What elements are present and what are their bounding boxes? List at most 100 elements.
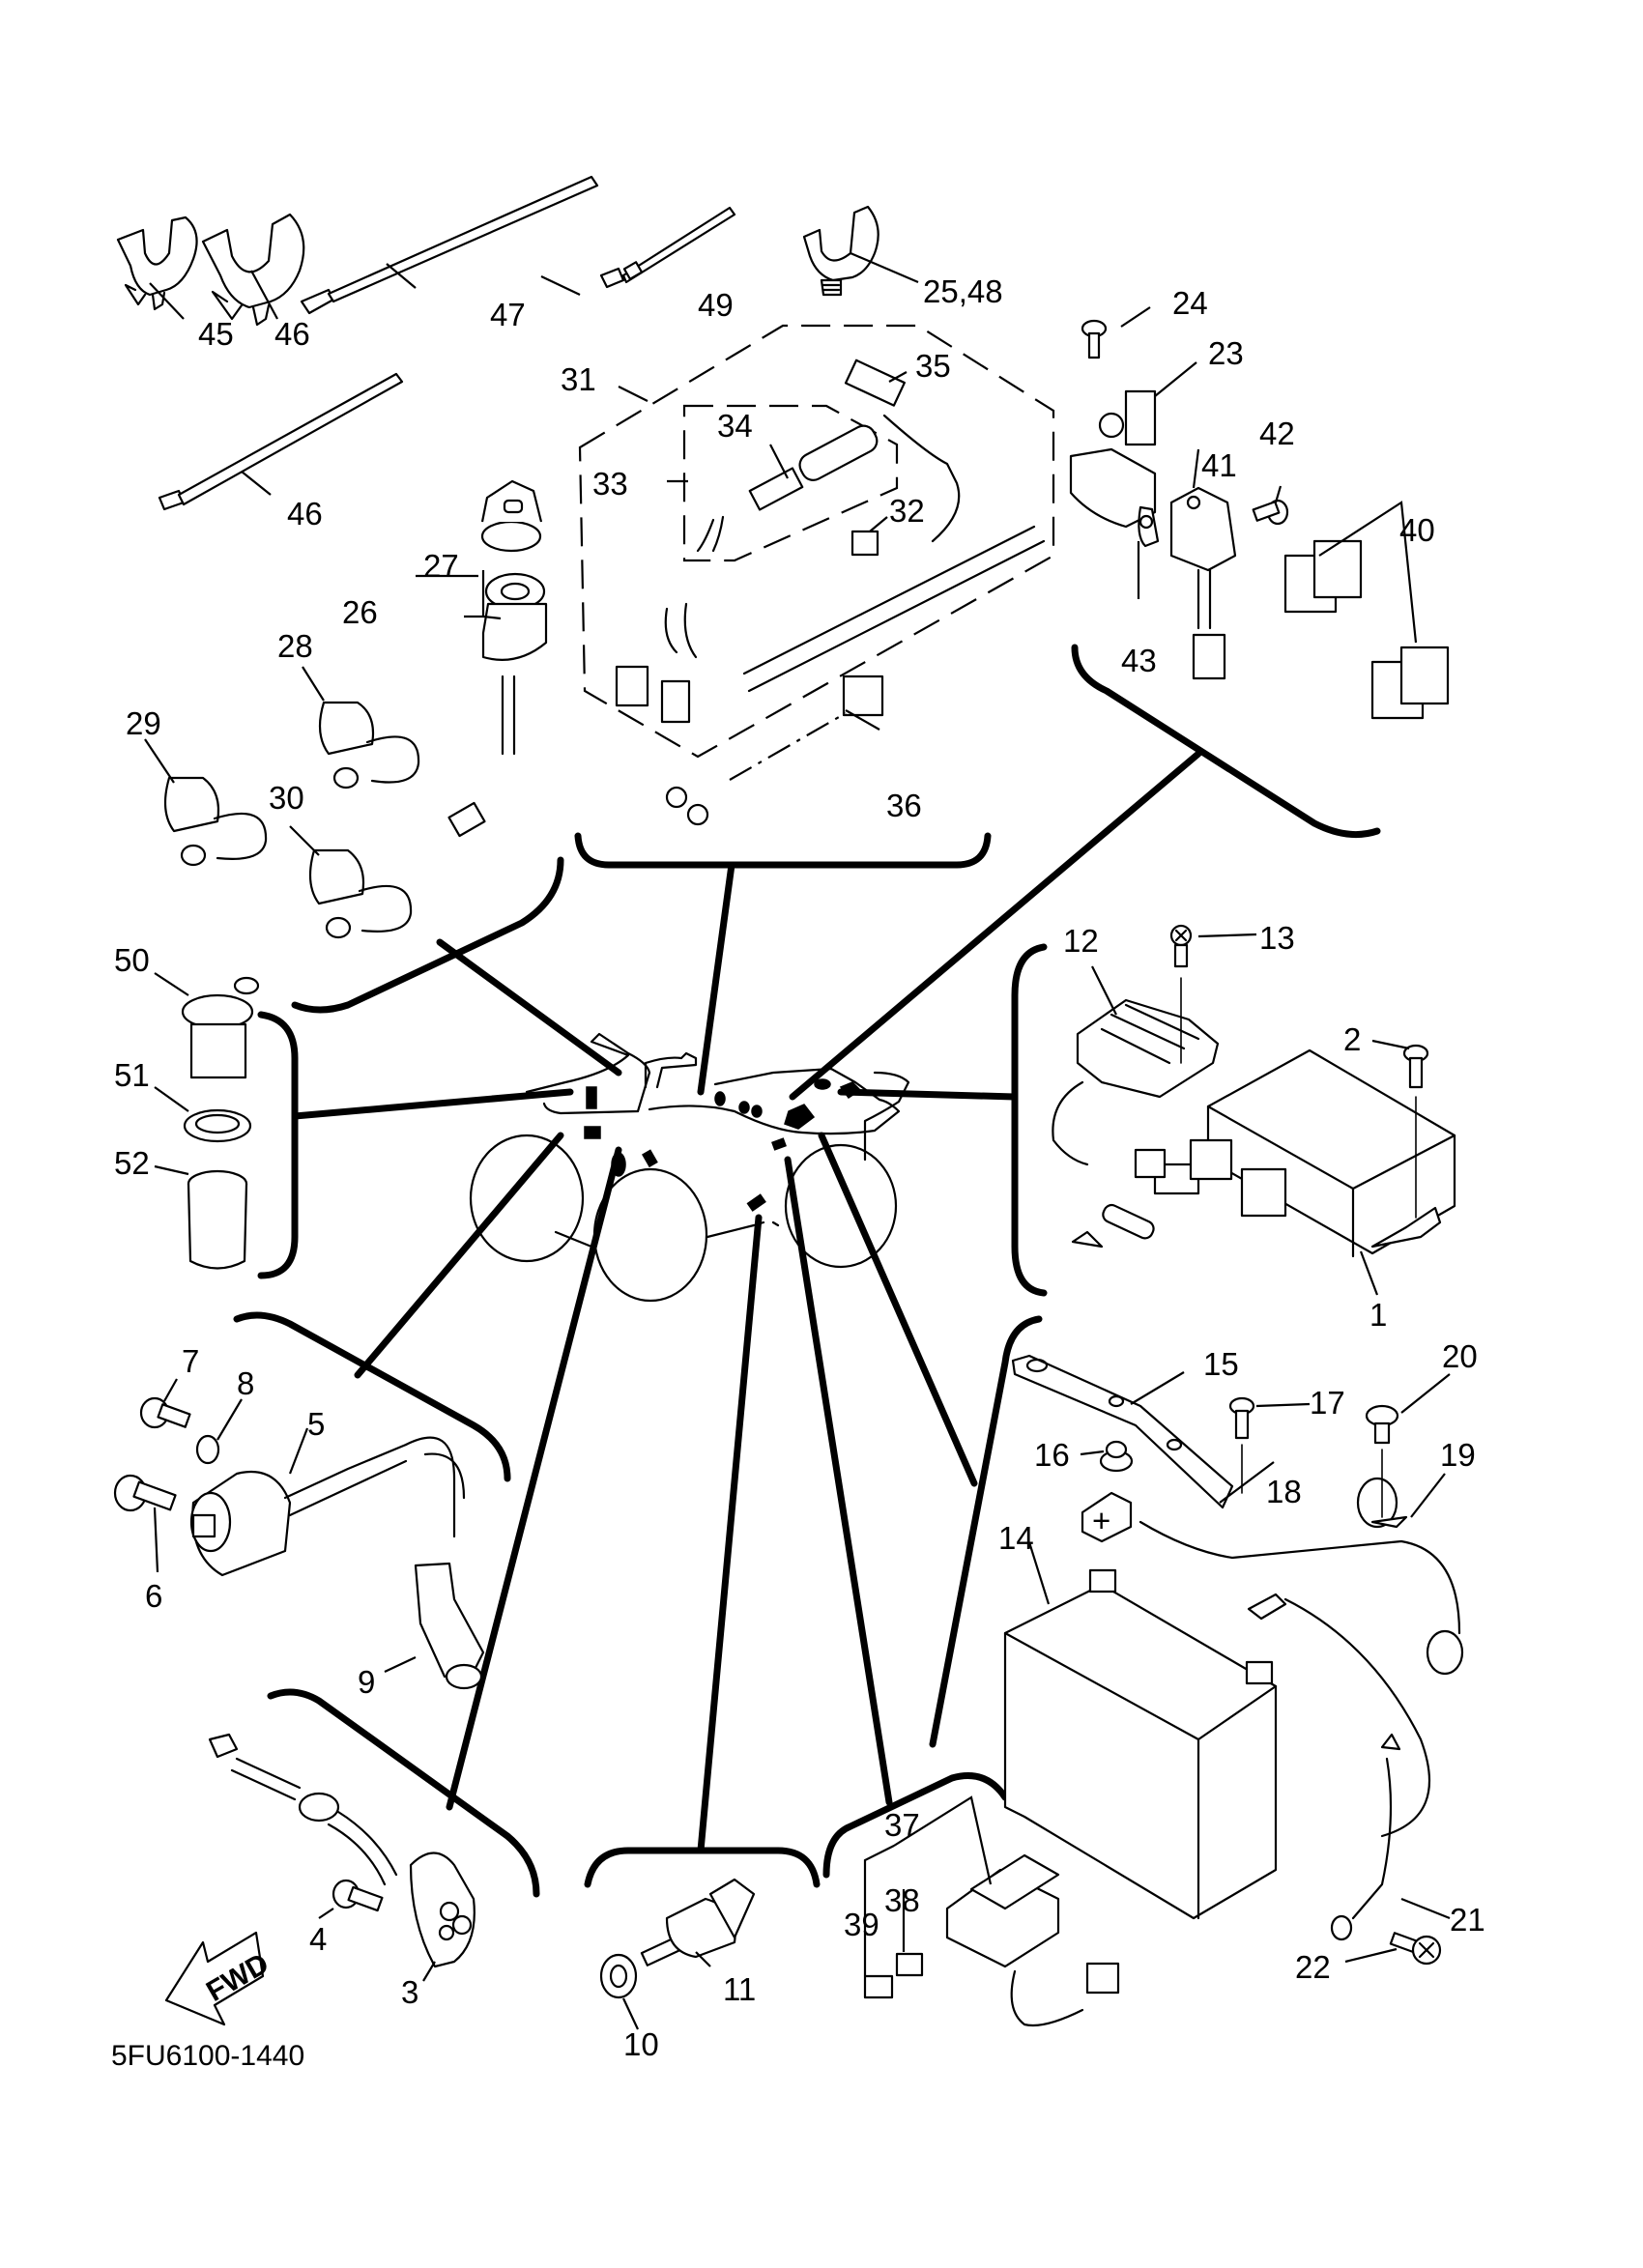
ignition-coil-5 <box>189 1436 466 1577</box>
callout-51: 51 <box>114 1057 150 1093</box>
atv-wheel-rear-left <box>469 1134 585 1263</box>
bracket-relay-stem <box>789 750 1202 1101</box>
atv-part-harness-d <box>814 1078 831 1090</box>
callout-17: 17 <box>1310 1385 1345 1421</box>
callout-52: 52 <box>114 1145 150 1181</box>
callout-24: 24 <box>1172 285 1208 321</box>
bolt-4 <box>331 1879 384 1912</box>
relay-box-37 <box>945 1853 1120 2027</box>
clip-20 <box>1365 1404 1399 1518</box>
bracket-relaybox-group <box>822 1772 1009 1879</box>
atv-front-fender <box>863 1071 910 1162</box>
callout-28: 28 <box>277 628 313 664</box>
bracket-coil-stem <box>354 1132 564 1379</box>
callout-16: 16 <box>1034 1437 1070 1473</box>
atv-part-socket <box>584 1126 601 1139</box>
ring-nut-51 <box>183 1108 252 1143</box>
plug-cap-9 <box>414 1562 485 1690</box>
bracket-ecu-stem <box>837 1088 1019 1101</box>
atv-part-plug <box>642 1149 658 1168</box>
callout-46: 46 <box>287 496 323 531</box>
washer-8 <box>195 1434 220 1465</box>
callout-1: 1 <box>1369 1297 1387 1333</box>
clamp-44 <box>116 215 198 311</box>
plug-cap-29 <box>163 776 268 867</box>
atv-part-harness-c <box>751 1105 763 1118</box>
bracket-socket-stem <box>291 1088 574 1120</box>
starter-relay-23 <box>1069 389 1157 529</box>
plug-cap-30 <box>308 848 413 939</box>
callout-25-48: 25,48 <box>923 273 1003 309</box>
atv-part-relay <box>839 1081 862 1100</box>
callout-38: 38 <box>884 1882 920 1918</box>
flasher-relay-41 <box>1169 486 1237 680</box>
callout-43: 43 <box>1121 643 1157 678</box>
callout-35: 35 <box>915 348 951 384</box>
bracket-harness-group <box>574 832 992 869</box>
fuse-38 <box>895 1952 924 1977</box>
key-cap-27 <box>480 479 543 553</box>
callout-labels: 45 46 47 49 25,48 24 23 31 35 34 33 32 4… <box>111 273 1485 2072</box>
rectifier-12 <box>1052 998 1220 1249</box>
callout-29: 29 <box>126 705 161 741</box>
leader-lines <box>144 251 1451 2030</box>
atv-wheel-front-left <box>592 1167 708 1303</box>
callout-12: 12 <box>1063 923 1099 959</box>
damper-16 <box>1099 1440 1134 1473</box>
atv-part-switch <box>586 1086 597 1109</box>
callout-26: 26 <box>342 594 378 630</box>
bracket-switch-stem <box>436 938 622 1077</box>
part-36-connector <box>842 675 884 717</box>
ecu-1 <box>1189 1048 1456 1258</box>
screw-22 <box>1389 1932 1442 1966</box>
atv-body <box>525 1032 651 1115</box>
callout-19: 19 <box>1440 1437 1476 1473</box>
harness-33-outline <box>682 404 899 562</box>
screw-13 <box>1169 924 1193 1064</box>
callout-42: 42 <box>1259 416 1295 451</box>
callout-31: 31 <box>561 361 596 397</box>
callout-5: 5 <box>307 1406 325 1442</box>
callout-49: 49 <box>698 287 734 323</box>
ground-lead-21 <box>1330 1733 1401 1941</box>
callout-6: 6 <box>145 1578 162 1614</box>
fuse-40-b <box>1370 646 1450 720</box>
part-35-sensor <box>844 359 906 407</box>
bracket-battery-group <box>929 1315 1043 1748</box>
harness-31-outline <box>578 324 1055 759</box>
clamp-25-48 <box>802 205 879 297</box>
bracket-sensor-stem <box>446 1146 622 1811</box>
callout-30: 30 <box>269 780 304 816</box>
bracket-harness-stem <box>697 861 735 1096</box>
atv-outline <box>469 1032 910 1303</box>
bracket-socket-group <box>257 1011 299 1279</box>
callout-4: 4 <box>309 1921 327 1957</box>
cable-tie-46 <box>158 372 404 511</box>
part-34-connector <box>748 467 804 511</box>
screw-42 <box>1252 499 1289 526</box>
sensor-3 <box>208 1733 476 1968</box>
bolt-2 <box>1402 1044 1429 1219</box>
group-brackets <box>233 644 1381 1898</box>
atv-handlebar <box>644 1051 698 1089</box>
callout-20: 20 <box>1442 1338 1478 1374</box>
bracket-relay-group <box>1071 644 1381 839</box>
callout-11: 11 <box>723 1971 756 2007</box>
harness-parts <box>615 359 1046 826</box>
fwd-arrow: FWD <box>164 1931 274 2026</box>
atv-lower-frame <box>554 1220 780 1249</box>
plug-cap-28 <box>318 701 420 789</box>
socket-50 <box>181 976 260 1079</box>
negative-cable <box>1247 1593 1430 1838</box>
atv-part-coil <box>611 1152 626 1177</box>
fuse-40-a <box>1283 539 1363 614</box>
atv-part-harness-a <box>714 1091 726 1106</box>
callout-27: 27 <box>423 548 459 584</box>
callout-22: 22 <box>1295 1949 1331 1985</box>
part-32-connector <box>850 530 879 557</box>
part-36-harness <box>729 712 847 781</box>
bracket-sensor-group <box>267 1688 540 1898</box>
bracket-ecu-group <box>1011 943 1048 1297</box>
sleeve-52 <box>187 1169 248 1270</box>
